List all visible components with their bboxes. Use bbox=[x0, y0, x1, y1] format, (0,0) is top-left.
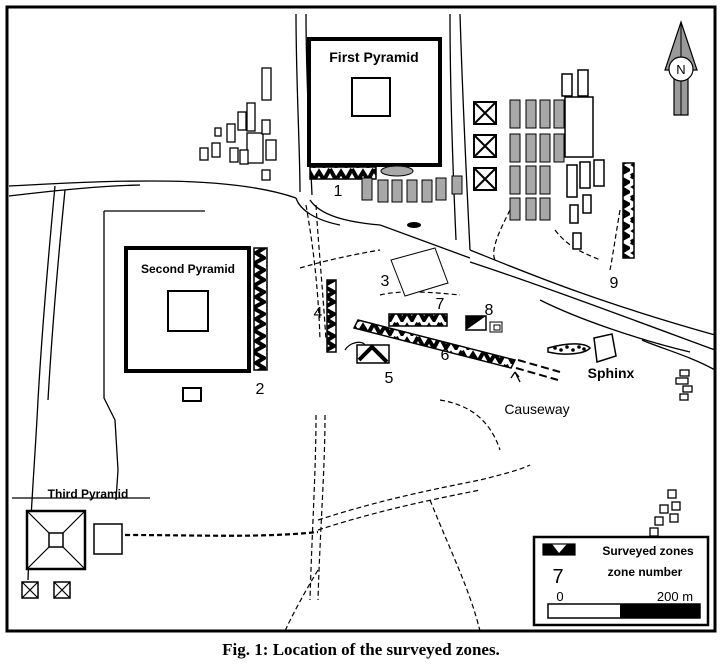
zone-4-label: 4 bbox=[314, 305, 323, 322]
scale-end-label: 200 m bbox=[657, 589, 693, 604]
tracks bbox=[124, 204, 621, 632]
east-village bbox=[649, 369, 693, 537]
legend-surveyed-label: Surveyed zones bbox=[602, 544, 694, 558]
third-pyramid: Third Pyramid bbox=[21, 487, 129, 599]
zone-1-label: 1 bbox=[334, 183, 343, 200]
zone-3-marker bbox=[390, 247, 449, 297]
legend-number-label: zone number bbox=[608, 565, 683, 579]
zone-8-label: 8 bbox=[485, 302, 494, 319]
causeway bbox=[352, 319, 561, 381]
second-pyramid-label: Second Pyramid bbox=[141, 262, 235, 276]
legend-number-sample: 7 bbox=[552, 566, 563, 588]
west-cemetery bbox=[199, 67, 277, 181]
zone-5-marker bbox=[344, 341, 390, 364]
zone-2-marker bbox=[253, 247, 268, 371]
scale-start-label: 0 bbox=[556, 589, 563, 604]
zone-9-label: 9 bbox=[610, 275, 619, 292]
roads bbox=[8, 13, 716, 581]
zone-3-label: 3 bbox=[381, 273, 390, 290]
zone-2-label: 2 bbox=[256, 381, 265, 398]
zone-1-marker bbox=[309, 166, 377, 180]
legend: Surveyed zones 7 zone number 0 200 m bbox=[532, 535, 710, 627]
map-frame bbox=[5, 5, 717, 633]
zone-7-marker bbox=[388, 313, 448, 327]
north-arrow-icon: N bbox=[664, 20, 698, 116]
zone-9-marker bbox=[622, 162, 635, 259]
causeway-label: Causeway bbox=[504, 401, 569, 417]
east-structures bbox=[561, 69, 605, 250]
zone-4-marker bbox=[326, 279, 337, 353]
zone-6-label: 6 bbox=[441, 347, 450, 364]
figure-caption: Fig. 1: Location of the surveyed zones. bbox=[222, 640, 500, 659]
first-pyramid-label: First Pyramid bbox=[329, 49, 418, 65]
zone-5-label: 5 bbox=[385, 370, 394, 387]
zone-7-label: 7 bbox=[436, 296, 445, 313]
zone-8-marker bbox=[465, 315, 503, 333]
queens-pyramids bbox=[473, 101, 497, 191]
east-cemetery bbox=[361, 99, 565, 221]
sphinx bbox=[547, 333, 617, 363]
second-pyramid: Second Pyramid bbox=[124, 246, 251, 373]
third-pyramid-label: Third Pyramid bbox=[48, 487, 129, 501]
north-label: N bbox=[676, 62, 685, 77]
sphinx-label: Sphinx bbox=[588, 365, 635, 381]
first-pyramid: First Pyramid bbox=[307, 37, 442, 167]
